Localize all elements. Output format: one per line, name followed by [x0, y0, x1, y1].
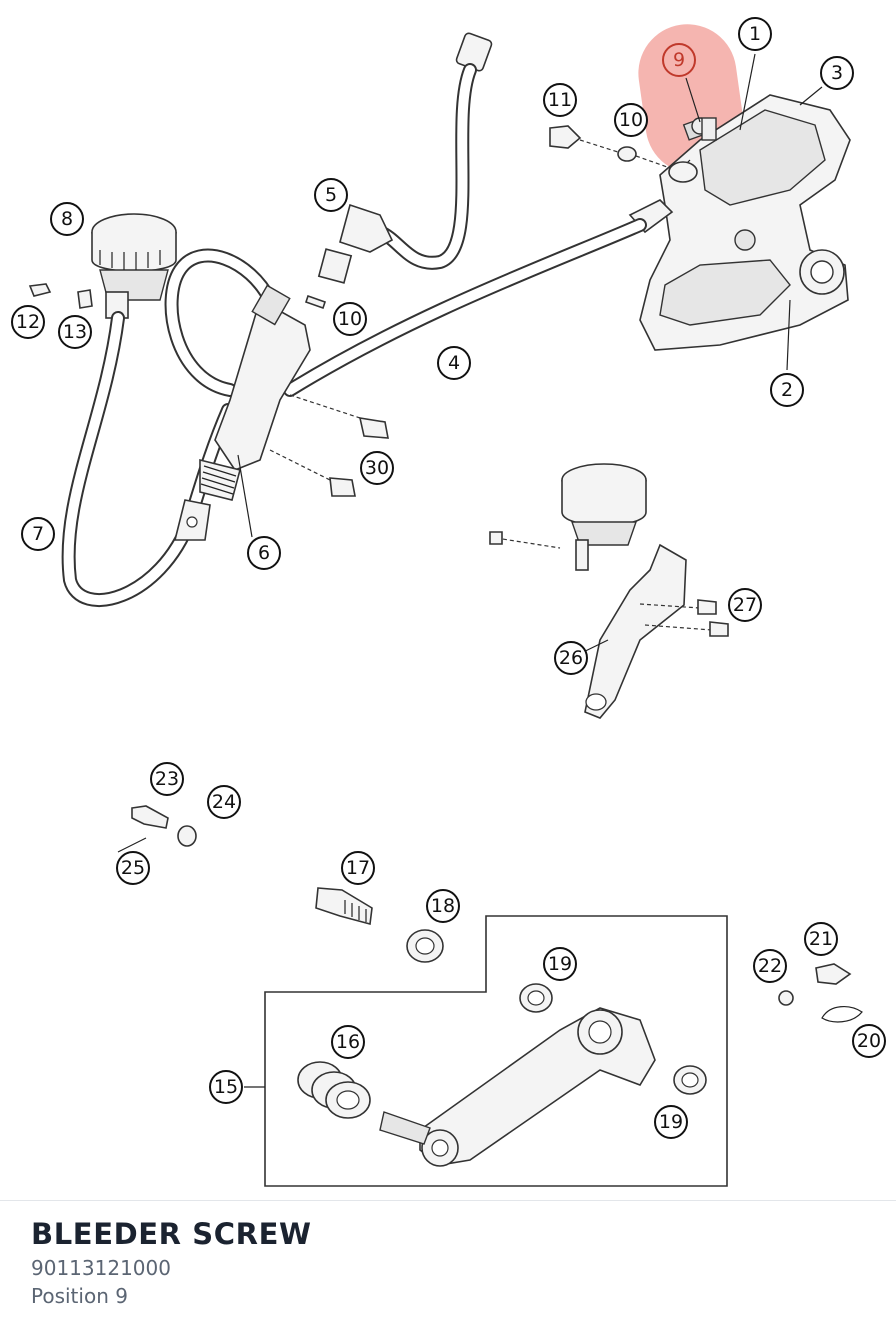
- pivot-bolt-group: [117, 805, 197, 853]
- callout-13: 13: [58, 315, 92, 349]
- brake-fluid-reservoir: [28, 213, 177, 319]
- part-number: 90113121000: [31, 1256, 171, 1280]
- svg-text:10: 10: [619, 109, 643, 131]
- callout-8: 8: [50, 202, 84, 236]
- svg-text:19: 19: [548, 953, 572, 975]
- return-spring-group: [778, 963, 863, 1023]
- svg-text:26: 26: [559, 647, 583, 669]
- svg-text:7: 7: [32, 523, 44, 545]
- svg-text:15: 15: [214, 1076, 238, 1098]
- svg-text:19: 19: [659, 1111, 683, 1133]
- svg-text:5: 5: [325, 184, 337, 206]
- svg-text:23: 23: [155, 768, 179, 790]
- svg-text:18: 18: [431, 895, 455, 917]
- rear-reservoir-bracket: [489, 463, 729, 719]
- exploded-parts-diagram: 1 3 9 11 10 8 5 12 13 10 4 2 30 7 6 27 2…: [11, 17, 886, 1187]
- svg-text:1: 1: [749, 23, 761, 45]
- callout-1: 1: [738, 17, 772, 51]
- banjo-bolt: [549, 125, 698, 183]
- callout-30: 30: [360, 451, 394, 485]
- callout-4: 4: [437, 346, 471, 380]
- callout-2: 2: [770, 373, 804, 407]
- callout-9-highlighted[interactable]: 9: [662, 43, 696, 77]
- callout-22: 22: [753, 949, 787, 983]
- callout-20: 20: [852, 1024, 886, 1058]
- callout-10: 10: [614, 103, 648, 137]
- svg-text:12: 12: [16, 311, 40, 333]
- callout-3: 3: [820, 56, 854, 90]
- callout-16: 16: [331, 1025, 365, 1059]
- callout-10-lower: 10: [333, 302, 367, 336]
- callout-19-lower: 19: [654, 1105, 688, 1139]
- brake-line: [283, 199, 674, 397]
- callout-18: 18: [426, 889, 460, 923]
- svg-text:11: 11: [548, 89, 572, 111]
- svg-text:2: 2: [781, 379, 793, 401]
- callout-26: 26: [554, 641, 588, 675]
- callout-21: 21: [804, 922, 838, 956]
- svg-text:24: 24: [212, 791, 236, 813]
- svg-text:3: 3: [831, 62, 843, 84]
- svg-text:6: 6: [258, 542, 270, 564]
- svg-text:27: 27: [733, 594, 757, 616]
- svg-text:21: 21: [809, 928, 833, 950]
- bleeder-screw: [682, 117, 717, 141]
- callout-17: 17: [341, 851, 375, 885]
- callout-15: 15: [209, 1070, 243, 1104]
- svg-text:4: 4: [448, 352, 460, 374]
- callout-6: 6: [247, 536, 281, 570]
- svg-text:10: 10: [338, 308, 362, 330]
- callout-23: 23: [150, 762, 184, 796]
- callout-24: 24: [207, 785, 241, 819]
- shift-bolt-group: [315, 887, 444, 963]
- svg-text:25: 25: [121, 857, 145, 879]
- svg-text:8: 8: [61, 208, 73, 230]
- part-info-panel: [0, 1200, 896, 1335]
- svg-text:17: 17: [346, 857, 370, 879]
- svg-text:30: 30: [365, 457, 389, 479]
- callout-7: 7: [21, 517, 55, 551]
- svg-text:20: 20: [857, 1030, 881, 1052]
- callout-25: 25: [116, 851, 150, 885]
- sensor-cable: [317, 32, 493, 284]
- svg-text:9: 9: [673, 49, 685, 71]
- master-cylinder: [173, 284, 389, 541]
- brake-pedal-assembly: [244, 915, 728, 1187]
- part-position: Position 9: [31, 1284, 128, 1308]
- svg-text:22: 22: [758, 955, 782, 977]
- part-name: BLEEDER SCREW: [31, 1217, 312, 1251]
- svg-text:13: 13: [63, 321, 87, 343]
- callout-12: 12: [11, 305, 45, 339]
- brake-caliper: [639, 94, 851, 351]
- callout-19-upper: 19: [543, 947, 577, 981]
- svg-text:16: 16: [336, 1031, 360, 1053]
- callout-27: 27: [728, 588, 762, 622]
- callout-5: 5: [314, 178, 348, 212]
- callout-11: 11: [543, 83, 577, 117]
- leader-lines: [237, 53, 823, 659]
